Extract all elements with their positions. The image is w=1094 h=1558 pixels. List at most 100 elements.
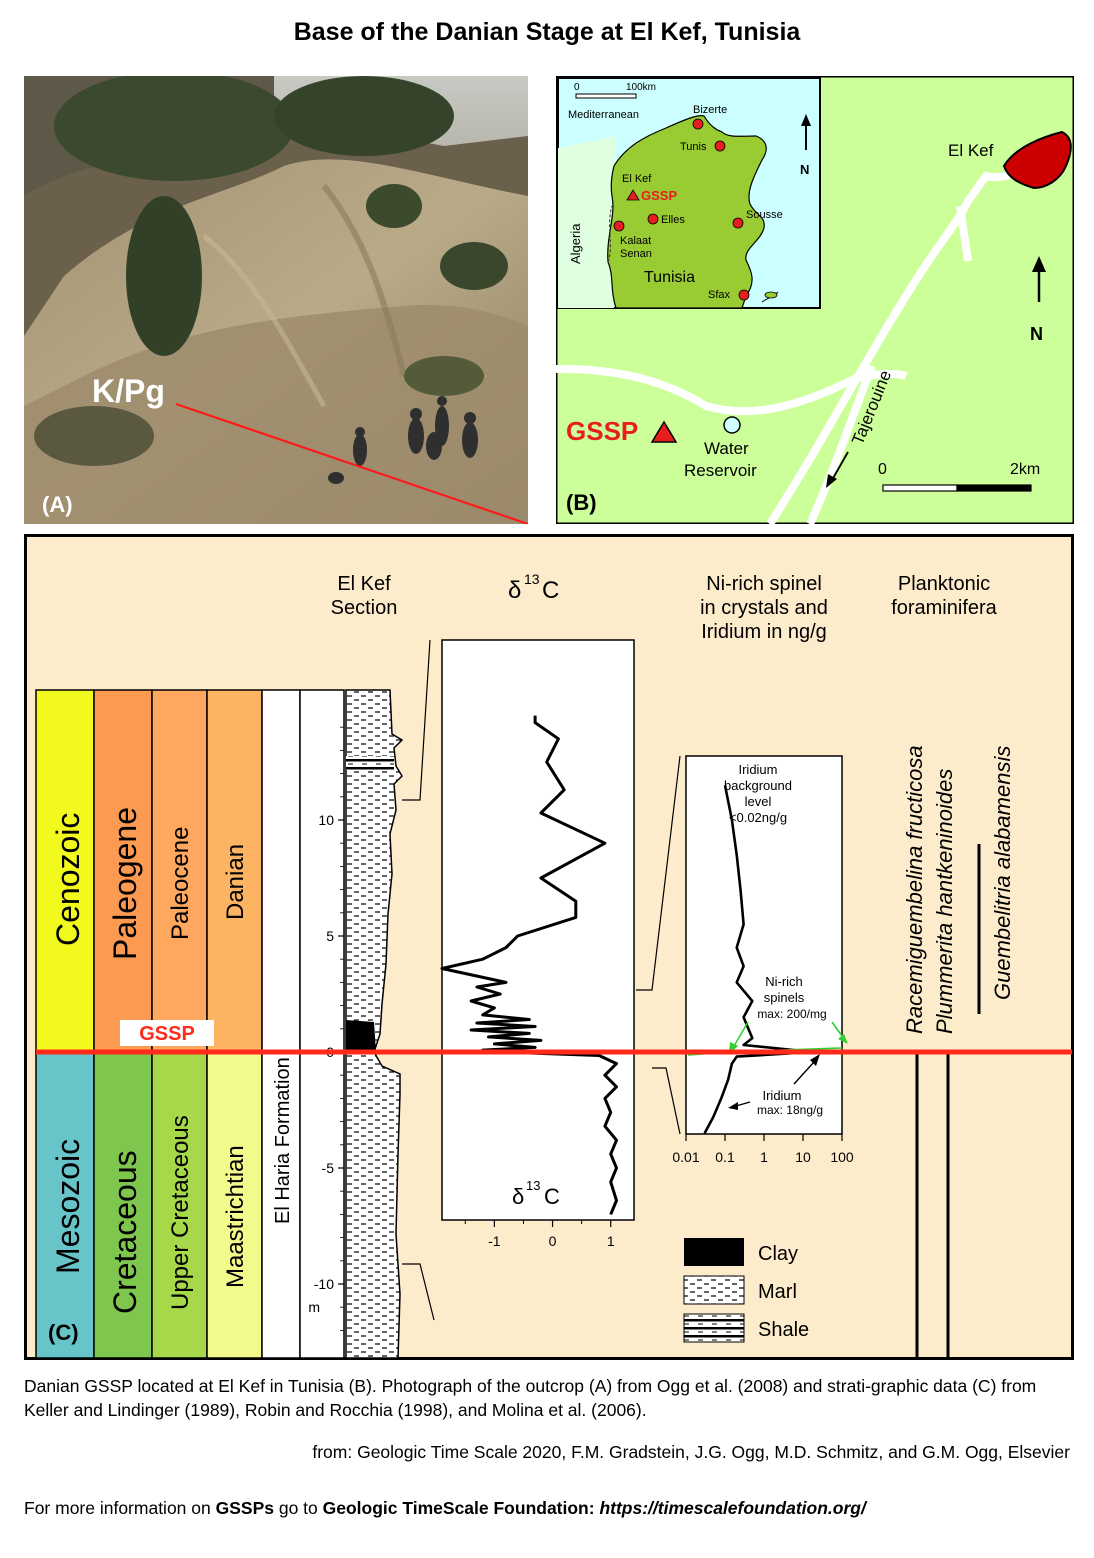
more-info-line: For more information on GSSPs go to Geol… <box>24 1496 1084 1520</box>
inset-sea-label: Mediterranean <box>568 109 639 121</box>
forams-title-1: Planktonic <box>898 573 990 595</box>
legend-shale-label: Shale <box>758 1319 809 1341</box>
inset-algeria-label: Algeria <box>568 223 583 264</box>
outcrop-photo: K/Pg (A) <box>24 76 528 524</box>
d13c-tick-label: 1 <box>607 1233 615 1249</box>
figure-title: Base of the Danian Stage at El Kef, Tuni… <box>293 18 801 46</box>
city-bizerte-label: Bizerte <box>693 104 727 116</box>
panel-b-label: (B) <box>566 490 597 515</box>
depth-unit-label: m <box>308 1299 320 1315</box>
lithology-legend: Clay Marl Shale <box>683 1238 809 1343</box>
species-racemiguembelina: Racemiguembelina fructicosa <box>902 745 927 1034</box>
depth-tick-label: 5 <box>326 928 334 944</box>
d13c-header-delta: δ <box>508 577 521 604</box>
city-tunis-label: Tunis <box>680 141 707 153</box>
city-kalaat-label: Kalaat <box>620 235 651 247</box>
d13c-axis-sup: 13 <box>526 1178 540 1193</box>
gssp-strat-label: GSSP <box>139 1023 195 1045</box>
foundation-link[interactable]: https://timescalefoundation.org/ <box>599 1498 866 1518</box>
gssp-label-box <box>120 1020 214 1046</box>
city-dot-icon <box>738 289 750 301</box>
inset-map: 0 100km Mediterranean Algeria Tunisia N … <box>557 77 821 309</box>
era-mesozoic: Mesozoic <box>50 1139 86 1274</box>
panel-a-label: (A) <box>42 492 73 517</box>
reservoir-label-2: Reservoir <box>684 461 757 480</box>
depth-axis: 1050-5-10 <box>314 726 344 1331</box>
city-elkef-label: El Kef <box>622 173 652 185</box>
inset-scale-end: 100km <box>626 82 656 93</box>
formation-label: El Haria Formation <box>272 1057 294 1224</box>
inset-gssp-label: GSSP <box>641 188 677 203</box>
source-citation: from: Geologic Time Scale 2020, F.M. Gra… <box>312 1442 1070 1462</box>
d13c-tick-label: -1 <box>488 1233 501 1249</box>
species-plummerita: Plummerita hantkeninoides <box>932 769 957 1034</box>
chronostratigraphy-columns <box>35 689 345 1359</box>
stratigraphy-panel: El Kef Section δ 13 C Ni-rich spinel in … <box>24 534 1074 1360</box>
north-arrow-icon <box>1032 256 1046 302</box>
gssp-map-label: GSSP <box>566 416 638 446</box>
epoch-paleocene: Paleocene <box>167 827 194 940</box>
ni-title-2: in crystals and <box>700 597 828 619</box>
spinel-note-2: spinels <box>764 990 805 1005</box>
period-paleogene: Paleogene <box>107 807 143 960</box>
info-mid: go to <box>273 1498 323 1518</box>
d13c-axis: -1 0 1 <box>464 1220 615 1249</box>
d13c-header-c: C <box>542 577 559 604</box>
legend-shale-swatch <box>683 1313 745 1343</box>
ni-title-1: Ni-rich spinel <box>706 573 822 595</box>
reservoir-label-1: Water <box>704 439 749 458</box>
lithologic-column <box>345 689 404 1359</box>
road-direction-arrow-icon <box>826 451 849 488</box>
d13c-header-sup: 13 <box>524 571 540 587</box>
spinel-note-3: max: 200/mg <box>757 1007 826 1021</box>
legend-marl-label: Marl <box>758 1281 797 1303</box>
ni-tick-label: 0.01 <box>672 1149 699 1165</box>
ni-tick-label: 1 <box>760 1149 768 1165</box>
d13c-axis-c: C <box>544 1184 560 1209</box>
info-gssps: GSSPs <box>215 1498 274 1518</box>
spinel-note-1: Ni-rich <box>765 974 803 989</box>
depth-tick-label: 10 <box>318 812 334 828</box>
map-north-label: N <box>1030 324 1043 344</box>
legend-clay-label: Clay <box>758 1243 798 1265</box>
iridium-note-2: max: 18ng/g <box>757 1103 823 1117</box>
city-sfax-label: Sfax <box>708 289 731 301</box>
city-sousse-label: Sousse <box>746 209 783 221</box>
depth-tick-label: -10 <box>314 1276 334 1292</box>
d13c-axis-delta: δ <box>512 1184 524 1209</box>
d13c-tick-label: 0 <box>549 1233 557 1249</box>
city-dot-icon <box>613 220 625 232</box>
section-title-2: Section <box>331 597 398 619</box>
inset-tunisia-label: Tunisia <box>644 269 695 286</box>
info-prefix: For more information on <box>24 1498 216 1518</box>
ni-tick-label: 0.1 <box>715 1149 735 1165</box>
d13c-series-line <box>440 715 618 1215</box>
legend-marl-swatch <box>683 1275 745 1305</box>
inset-north-label: N <box>800 162 809 177</box>
city-dot-icon <box>732 217 744 229</box>
gssp-triangle-icon <box>650 420 678 443</box>
info-foundation: Geologic TimeScale Foundation: <box>322 1498 600 1518</box>
era-cenozoic: Cenozoic <box>50 813 86 946</box>
panel-c-label: (C) <box>48 1320 79 1345</box>
iridium-bg-2: background <box>724 778 792 793</box>
ni-tick-label: 100 <box>830 1149 854 1165</box>
water-reservoir-icon <box>723 416 741 434</box>
city-senan-label: Senan <box>620 248 652 260</box>
iridium-series-line <box>703 784 815 1134</box>
stage-danian: Danian <box>222 844 249 920</box>
city-elles-label: Elles <box>661 214 685 226</box>
inset-scale-zero: 0 <box>574 82 580 93</box>
city-dot-icon <box>714 140 726 152</box>
legend-clay-swatch <box>684 1238 744 1266</box>
city-dot-icon <box>692 118 704 130</box>
iridium-note-1: Iridium <box>762 1088 801 1103</box>
species-guembelitria: Guembelitria alabamensis <box>990 746 1015 1000</box>
ni-title-3: Iridium in ng/g <box>701 621 827 643</box>
stage-maastrichtian: Maastrichtian <box>222 1145 249 1288</box>
forams-title-2: foraminifera <box>891 597 997 619</box>
period-cretaceous: Cretaceous <box>107 1150 143 1314</box>
depth-tick-label: -5 <box>322 1160 335 1176</box>
location-map: El Kef N GSSP Water Reservoir Tajerouine… <box>556 76 1074 524</box>
